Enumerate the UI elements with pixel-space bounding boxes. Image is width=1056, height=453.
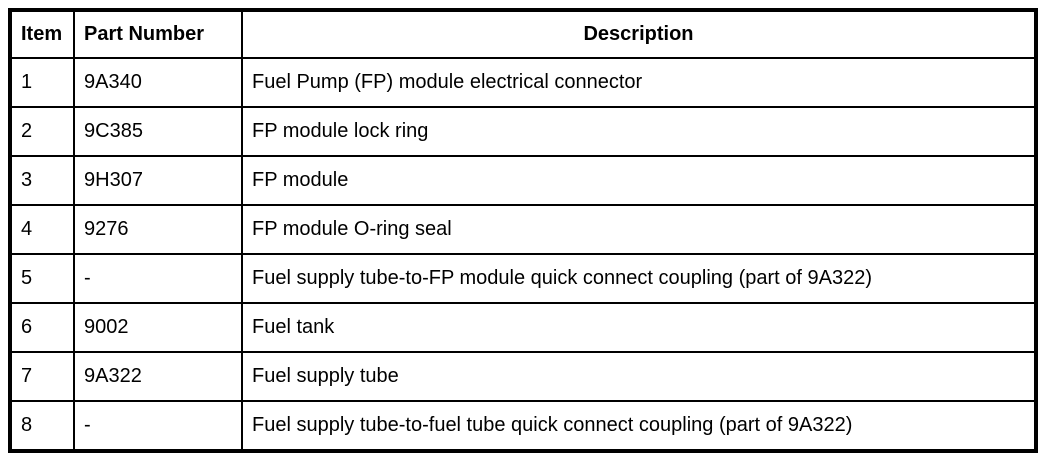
table-row: 7 9A322 Fuel supply tube bbox=[9, 351, 1037, 402]
table-header-row: Item Part Number Description bbox=[9, 9, 1037, 59]
table-row: 2 9C385 FP module lock ring bbox=[9, 106, 1037, 157]
cell-item: 8 bbox=[9, 400, 75, 452]
table-row: 5 - Fuel supply tube-to-FP module quick … bbox=[9, 253, 1037, 304]
cell-description: FP module O-ring seal bbox=[241, 204, 1037, 255]
table-row: 1 9A340 Fuel Pump (FP) module electrical… bbox=[9, 57, 1037, 108]
cell-part-number: 9C385 bbox=[73, 106, 243, 157]
cell-part-number: - bbox=[73, 253, 243, 304]
table-header: Item Part Number Description bbox=[9, 9, 1037, 59]
cell-description: FP module lock ring bbox=[241, 106, 1037, 157]
column-header-description: Description bbox=[241, 9, 1037, 59]
cell-description: Fuel tank bbox=[241, 302, 1037, 353]
cell-part-number: 9A322 bbox=[73, 351, 243, 402]
cell-description: Fuel supply tube-to-FP module quick conn… bbox=[241, 253, 1037, 304]
cell-item: 4 bbox=[9, 204, 75, 255]
column-header-part-number: Part Number bbox=[73, 9, 243, 59]
table-row: 3 9H307 FP module bbox=[9, 155, 1037, 206]
cell-part-number: 9276 bbox=[73, 204, 243, 255]
cell-item: 3 bbox=[9, 155, 75, 206]
cell-part-number: 9H307 bbox=[73, 155, 243, 206]
cell-item: 6 bbox=[9, 302, 75, 353]
cell-description: Fuel Pump (FP) module electrical connect… bbox=[241, 57, 1037, 108]
cell-item: 7 bbox=[9, 351, 75, 402]
cell-item: 5 bbox=[9, 253, 75, 304]
column-header-item: Item bbox=[9, 9, 75, 59]
cell-part-number: 9002 bbox=[73, 302, 243, 353]
table-row: 6 9002 Fuel tank bbox=[9, 302, 1037, 353]
table-row: 4 9276 FP module O-ring seal bbox=[9, 204, 1037, 255]
table-body: 1 9A340 Fuel Pump (FP) module electrical… bbox=[9, 57, 1037, 452]
cell-item: 2 bbox=[9, 106, 75, 157]
cell-description: Fuel supply tube bbox=[241, 351, 1037, 402]
cell-item: 1 bbox=[9, 57, 75, 108]
parts-legend-table: Item Part Number Description 1 9A340 Fue… bbox=[8, 8, 1038, 453]
cell-description: FP module bbox=[241, 155, 1037, 206]
cell-part-number: 9A340 bbox=[73, 57, 243, 108]
